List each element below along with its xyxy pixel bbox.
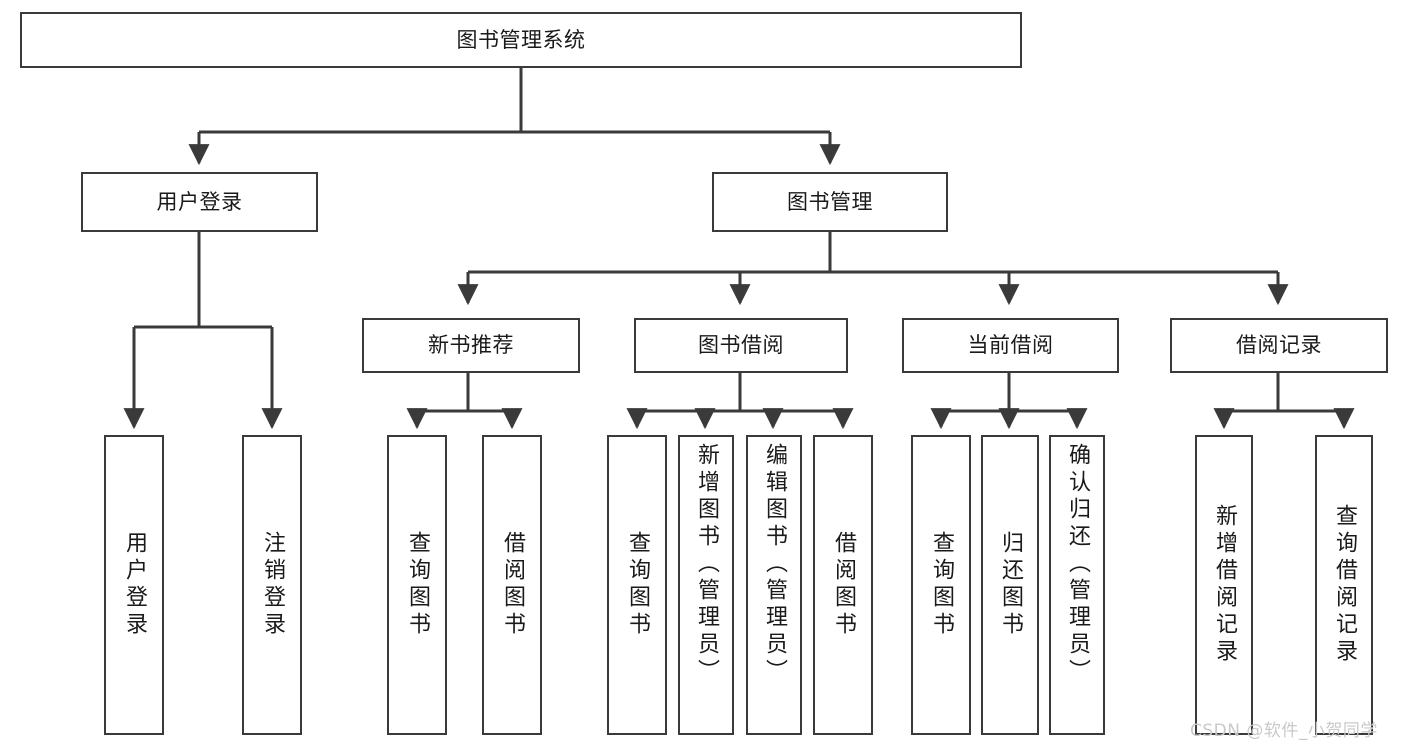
node-new-book-recommend-label: 新书推荐 [428,333,514,358]
leaf-query-book-new[interactable]: 查询图书 [387,435,447,735]
leaf-edit-book-admin[interactable]: 编辑图书（管理员） [746,435,802,735]
leaf-query-book-current[interactable]: 查询图书 [911,435,971,735]
leaf-borrow-book-new[interactable]: 借阅图书 [482,435,542,735]
leaf-logout[interactable]: 注销登录 [242,435,302,735]
node-book-management[interactable]: 图书管理 [712,172,948,232]
node-new-book-recommend[interactable]: 新书推荐 [362,318,580,373]
leaf-logout-label: 注销登录 [260,531,285,639]
leaf-add-borrow-record-label: 新增借阅记录 [1212,504,1237,666]
node-current-borrow-label: 当前借阅 [967,333,1054,358]
node-current-borrow[interactable]: 当前借阅 [902,318,1119,373]
node-book-borrow[interactable]: 图书借阅 [634,318,848,373]
node-user-login-label: 用户登录 [156,189,243,214]
leaf-user-login-label: 用户登录 [122,531,147,639]
leaf-edit-book-admin-label: 编辑图书（管理员） [762,443,787,686]
leaf-user-login[interactable]: 用户登录 [104,435,164,735]
node-root[interactable]: 图书管理系统 [20,12,1022,68]
leaf-confirm-return-admin-label: 确认归还（管理员） [1065,443,1090,686]
leaf-add-book-admin-label: 新增图书（管理员） [694,443,719,686]
leaf-borrow-book-borrow-label: 借阅图书 [831,531,856,639]
leaf-query-borrow-record[interactable]: 查询借阅记录 [1315,435,1373,735]
leaf-borrow-book-new-label: 借阅图书 [500,531,525,639]
csdn-watermark: CSDN @软件_小贺同学 [1190,721,1378,741]
leaf-query-book-borrow-label: 查询图书 [625,531,650,639]
leaf-return-book[interactable]: 归还图书 [981,435,1039,735]
leaf-borrow-book-borrow[interactable]: 借阅图书 [813,435,873,735]
leaf-confirm-return-admin[interactable]: 确认归还（管理员） [1049,435,1105,735]
leaf-add-book-admin[interactable]: 新增图书（管理员） [678,435,734,735]
leaf-query-book-new-label: 查询图书 [405,531,430,639]
node-book-management-label: 图书管理 [787,189,873,214]
leaf-query-book-current-label: 查询图书 [929,531,954,639]
leaf-add-borrow-record[interactable]: 新增借阅记录 [1195,435,1253,735]
node-user-login[interactable]: 用户登录 [81,172,318,232]
node-borrow-record-label: 借阅记录 [1236,333,1322,358]
node-borrow-record[interactable]: 借阅记录 [1170,318,1388,373]
leaf-query-borrow-record-label: 查询借阅记录 [1332,504,1357,666]
leaf-return-book-label: 归还图书 [998,531,1023,639]
node-root-label: 图书管理系统 [456,27,586,52]
node-book-borrow-label: 图书借阅 [698,333,784,358]
leaf-query-book-borrow[interactable]: 查询图书 [607,435,667,735]
